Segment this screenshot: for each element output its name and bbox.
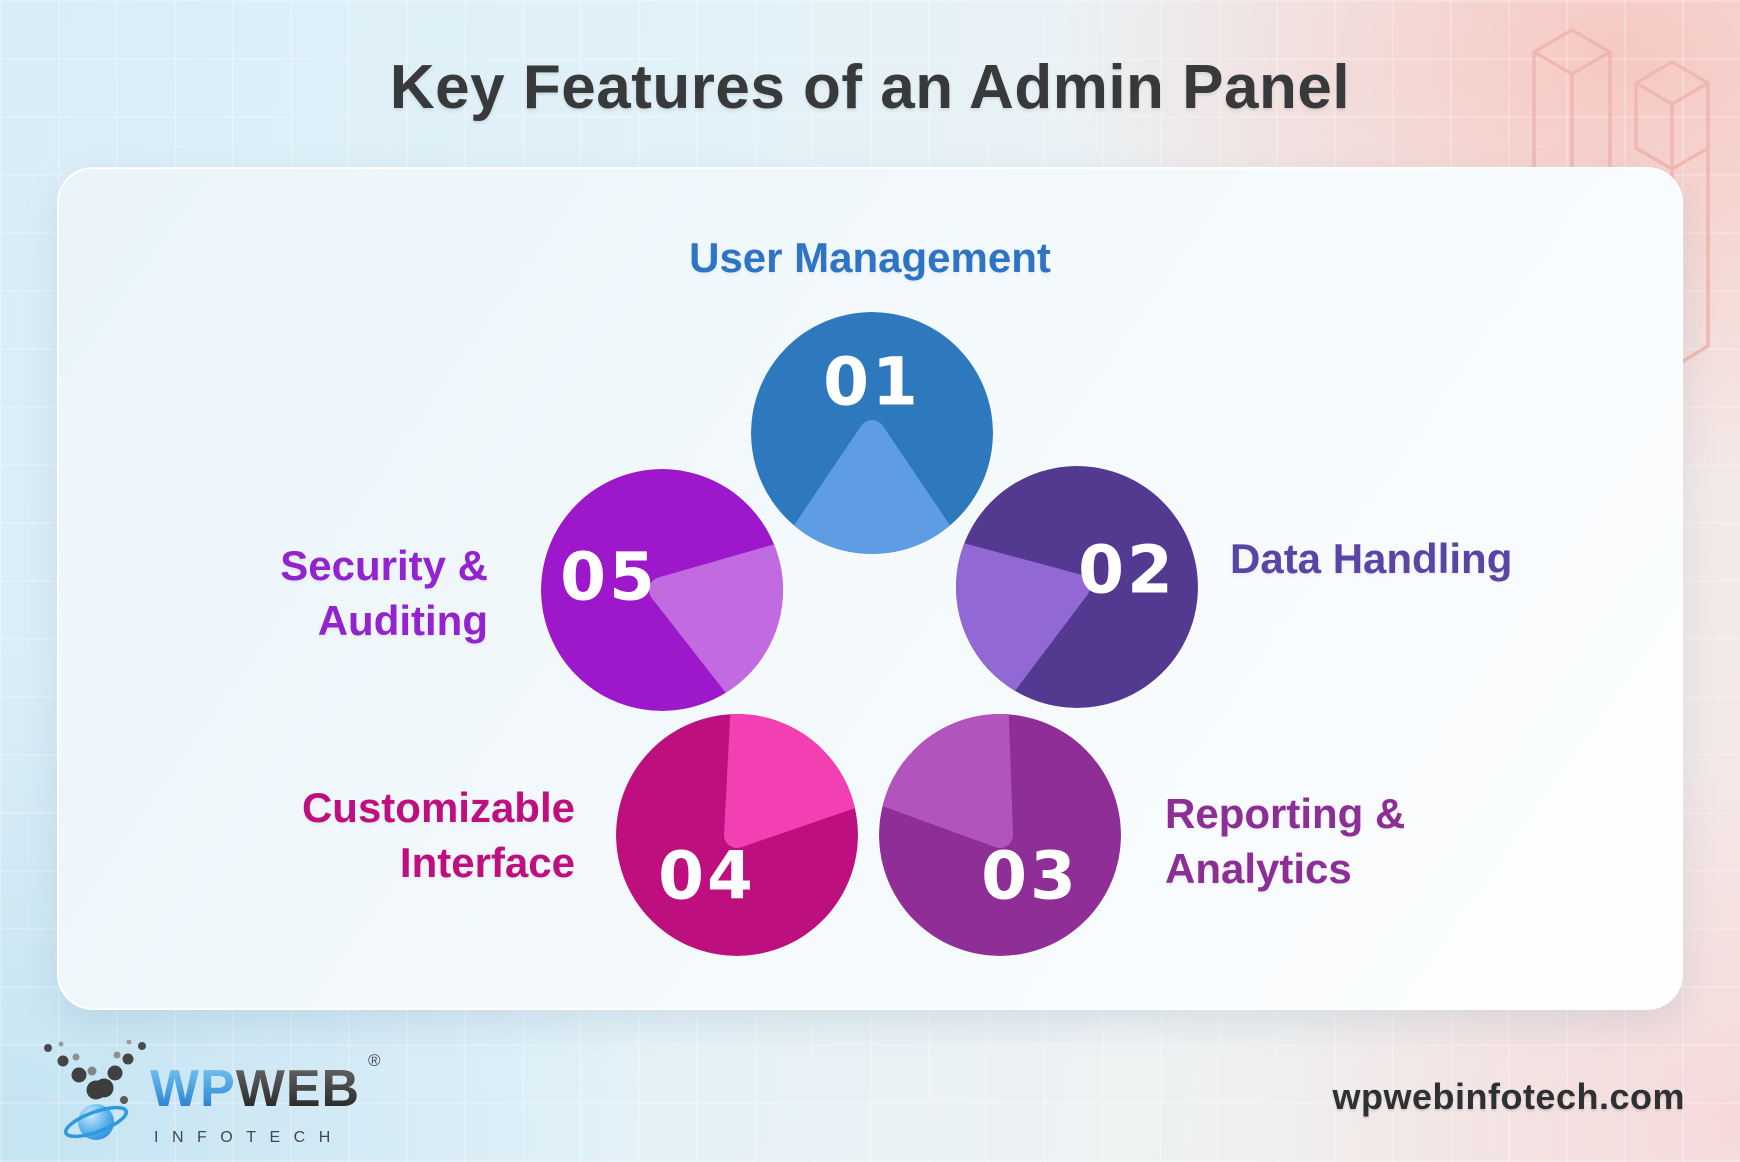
wpweb-logo-wp: WP: [150, 1060, 236, 1118]
wpweb-logo: WPWEB ® INFOTECH: [44, 1040, 381, 1146]
label-line: Customizable: [301, 784, 575, 831]
registered-mark: ®: [368, 1051, 381, 1070]
page-title: Key Features of an Admin Panel: [389, 53, 1351, 122]
content-card: [57, 167, 1683, 1010]
label-line: Data Handling: [1230, 535, 1513, 582]
feature-label-data-handling: Data Handling: [1230, 534, 1690, 584]
label-line: Security &: [280, 542, 488, 589]
label-line: Auditing: [317, 597, 488, 644]
label-line: User Management: [689, 234, 1051, 281]
feature-label-user-management: User Management: [270, 233, 1470, 283]
website-url: wpwebinfotech.com: [1332, 1076, 1685, 1117]
wpweb-logo-web: WEB: [236, 1060, 360, 1118]
feature-label-security-auditing: Security & Auditing: [88, 538, 488, 648]
label-line: Analytics: [1165, 845, 1352, 892]
feature-label-reporting-analytics: Reporting & Analytics: [1165, 786, 1625, 896]
label-line: Reporting &: [1165, 790, 1406, 837]
feature-label-customizable-interface: Customizable Interface: [175, 780, 575, 890]
label-line: Interface: [399, 839, 575, 886]
wpweb-logo-subtitle: INFOTECH: [154, 1129, 344, 1146]
svg-text:WPWEB: WPWEB: [150, 1060, 360, 1118]
wpweb-logo-icon: [44, 1040, 146, 1140]
